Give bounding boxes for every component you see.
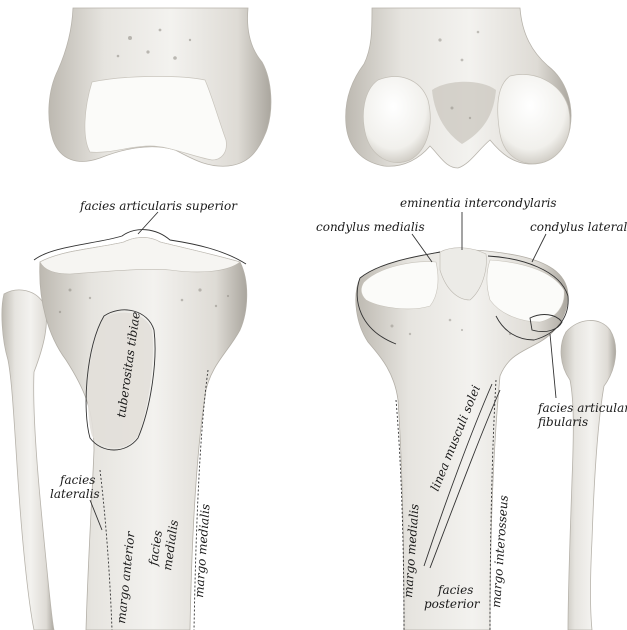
fibula-posterior (561, 320, 616, 630)
label-condylus-lateralis: condylus lateralis (530, 220, 627, 234)
label-condylus-medialis: condylus medialis (316, 220, 425, 234)
leader-facies-articularis-superior (138, 212, 158, 234)
label-facies-articularis-fibularis-line2: fibularis (537, 415, 588, 429)
femur-medial-condyle (363, 77, 430, 163)
femur-patellar-surface (85, 76, 226, 160)
femur-posterior (346, 8, 571, 168)
tibia-medial-condyle-surface (361, 262, 438, 309)
label-facies-posterior-line1: facies (437, 583, 473, 597)
label-eminentia-intercondylaris: eminentia intercondylaris (400, 196, 557, 210)
tibia-anterior (40, 238, 247, 630)
tibia-plateau-top (40, 238, 240, 275)
label-facies-lateralis-line1: facies (59, 473, 95, 487)
label-facies-articularis-superior: facies articularis superior (79, 199, 238, 213)
femur-anterior (49, 8, 271, 166)
label-facies-articularis-fibularis-line1: facies articularis (537, 401, 627, 415)
label-facies-posterior-line2: posterior (424, 597, 481, 611)
label-margo-medialis-front: margo medialis (192, 503, 213, 598)
leader-condylus-lateralis (532, 234, 546, 262)
leader-facies-articularis-fibularis (550, 334, 556, 398)
fibula-anterior (2, 290, 54, 630)
label-facies-lateralis-line2: lateralis (50, 487, 100, 501)
label-margo-interosseus: margo interosseus (489, 495, 511, 608)
